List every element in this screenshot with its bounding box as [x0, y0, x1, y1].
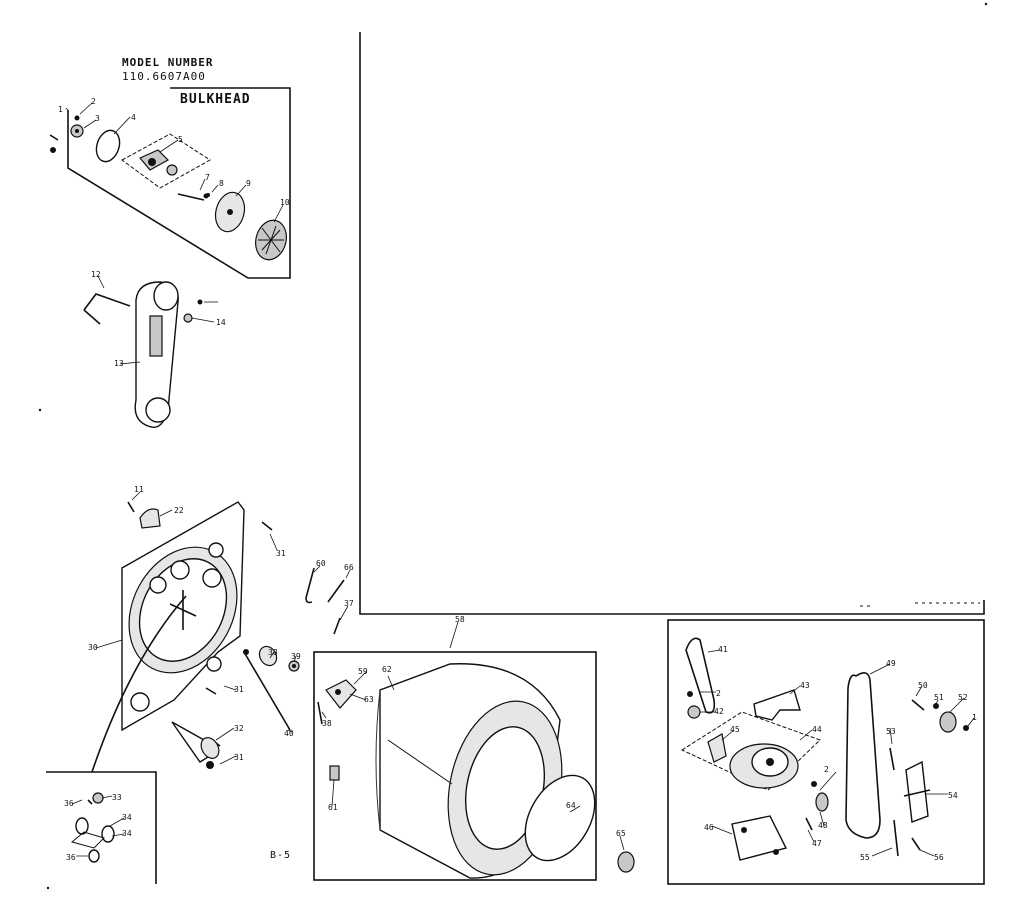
callouts: 1 2 3 4 5 7 8 9 10 12 13 14 11 22 31 30 …: [58, 97, 977, 862]
callout-39: 39: [291, 652, 301, 661]
callout-10: 10: [280, 198, 290, 207]
callout-43: 43: [800, 681, 810, 690]
callout-1: 1: [58, 105, 63, 114]
callout-53: 53: [886, 727, 896, 736]
callout-51: 51: [934, 693, 944, 702]
motor-box: [667, 619, 985, 885]
callout-65: 65: [616, 829, 626, 838]
bulkhead-title: BULKHEAD: [180, 92, 251, 107]
callout-33: 33: [112, 793, 122, 802]
rear-bulkhead-panel: [91, 501, 273, 773]
callout-2-right: 2: [716, 689, 721, 698]
callout-44: 44: [812, 725, 822, 734]
callout-30: 30: [88, 643, 98, 652]
exhaust-duct: [83, 281, 203, 428]
callout-14: 14: [216, 318, 226, 327]
callout-22: 22: [174, 506, 184, 515]
callout-2: 2: [91, 97, 96, 106]
callout-40: 40: [284, 729, 294, 738]
callout-8: 8: [219, 179, 224, 188]
callout-47: 47: [812, 839, 822, 848]
callout-31: 31: [276, 549, 286, 558]
callout-49: 49: [886, 659, 896, 668]
callout-5: 5: [178, 135, 183, 144]
callout-4: 4: [131, 113, 136, 122]
callout-1-right: 1: [972, 713, 977, 722]
callout-7: 7: [205, 173, 210, 182]
blank-panel-outline: [359, 32, 985, 615]
bulkhead-kit-outline: [67, 87, 291, 279]
callout-61: 61: [328, 803, 338, 812]
scan-specks: [38, 2, 988, 890]
callout-31c: 31: [234, 753, 244, 762]
model-number-caption: MODEL NUMBER: [122, 56, 214, 69]
callout-60: 60: [316, 559, 326, 568]
callout-3: 3: [95, 114, 100, 123]
model-number-value: 110.6607A00: [122, 70, 206, 83]
callout-11: 11: [134, 485, 144, 494]
callout-56: 56: [934, 853, 944, 862]
callout-36: 38: [322, 719, 332, 728]
callout-55: 55: [860, 853, 870, 862]
callout-32: 32: [234, 724, 244, 733]
callout-48: 48: [818, 821, 828, 830]
callout-52: 52: [958, 693, 968, 702]
callout-46: 46: [704, 823, 714, 832]
callout-13: 13: [114, 359, 124, 368]
inset-box: [46, 771, 157, 884]
callout-2-motor: 2: [824, 765, 829, 774]
drum-box: [313, 651, 635, 881]
callout-59: 59: [358, 667, 368, 676]
drum-shaft-parts: [243, 567, 345, 731]
callout-31b: 31: [234, 685, 244, 694]
callout-37: 37: [344, 599, 354, 608]
callout-58: 58: [455, 615, 465, 624]
callout-34b: 34: [122, 829, 132, 838]
callout-64: 64: [566, 801, 576, 810]
callout-42: 42: [714, 707, 724, 716]
callout-45: 45: [730, 725, 740, 734]
callout-38: 38: [268, 648, 278, 657]
callout-50: 50: [918, 681, 928, 690]
callout-63: 63: [364, 695, 374, 704]
callout-62: 62: [382, 665, 392, 674]
callout-9: 9: [246, 179, 251, 188]
page-marker: B-5: [270, 850, 292, 861]
callout-66: 66: [344, 563, 354, 572]
bulkhead-parts: [49, 115, 287, 261]
callout-36-inset: 36: [64, 799, 74, 808]
callout-41: 41: [718, 645, 728, 654]
callout-12: 12: [91, 270, 101, 279]
callout-34: 34: [122, 813, 132, 822]
idler-assembly: [171, 721, 220, 769]
callout-36-inset-b: 36: [66, 853, 76, 862]
callout-54: 54: [948, 791, 958, 800]
